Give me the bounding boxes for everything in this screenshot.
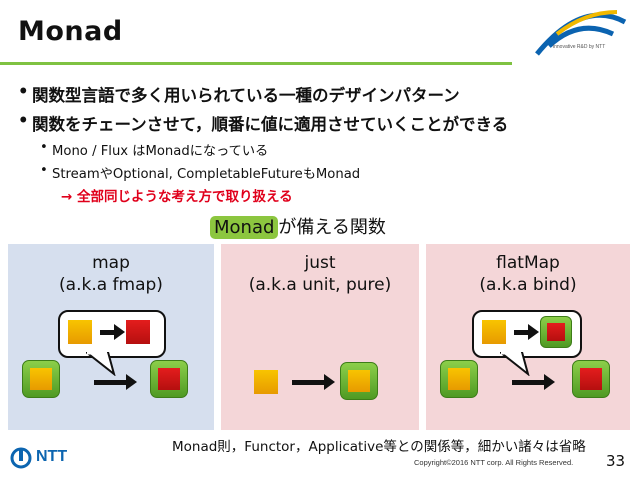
bullet-2: 関数をチェーンさせて，順番に値に適用させていくことができる: [18, 111, 509, 135]
sub-bullet-1-text: Mono / Flux はMonadになっている: [52, 144, 269, 159]
ntt-mark-icon: [10, 447, 32, 469]
title-underline: [0, 62, 512, 65]
panel-just: [221, 244, 419, 430]
caption-rest: が備える関数: [278, 217, 386, 238]
emphasis-text: → 全部同じような考え方で取り扱える: [61, 189, 293, 205]
panel-flatmap-title: flatMap (a.k.a bind): [426, 252, 630, 296]
monad-yellow-icon: [22, 360, 60, 398]
sub-bullet-1: Mono / Flux はMonadになっている: [40, 140, 269, 159]
red-value-icon: [126, 320, 150, 344]
panel-map-alias: (a.k.a fmap): [59, 275, 163, 295]
yellow-value-icon: [482, 320, 506, 344]
logo-caption: Innovative R&D by NTT: [552, 44, 606, 50]
bullet-1-text: 関数型言語で多く用いられている一種のデザインパターン: [32, 86, 460, 105]
copyright: Copyright©2016 NTT corp. All Rights Rese…: [414, 458, 574, 467]
monad-red-icon: [572, 360, 610, 398]
panel-map-title: map (a.k.a fmap): [8, 252, 214, 296]
slide-title: Monad: [18, 16, 123, 47]
bullet-1: 関数型言語で多く用いられている一種のデザインパターン: [18, 82, 460, 106]
panel-flatmap-name: flatMap: [496, 253, 560, 273]
flatmap-arrow-icon: [512, 374, 555, 390]
ntt-label: NTT: [36, 448, 68, 465]
panel-map-name: map: [92, 253, 130, 273]
panel-just-name: just: [304, 253, 336, 273]
yellow-value-icon: [254, 370, 278, 394]
panel-just-title: just (a.k.a unit, pure): [221, 252, 419, 296]
bubble-tail-icon: [86, 352, 116, 376]
yellow-value-icon: [68, 320, 92, 344]
page-number: 33: [606, 452, 626, 470]
sub-bullet-2-text: StreamやOptional, CompletableFutureもMonad: [52, 167, 361, 182]
ntt-logo: NTT: [10, 447, 80, 469]
map-function-bubble: [58, 310, 166, 358]
sub-bullet-2: StreamやOptional, CompletableFutureもMonad: [40, 163, 361, 182]
monad-red-icon: [540, 316, 572, 348]
bullet-2-text: 関数をチェーンさせて，順番に値に適用させていくことができる: [32, 115, 509, 134]
monad-yellow-icon: [340, 362, 378, 400]
bubble-tail-icon: [500, 352, 530, 376]
map-arrow-icon: [94, 374, 137, 390]
caption-highlight: Monad: [210, 216, 279, 239]
innovative-rnd-logo: [535, 10, 627, 56]
monad-red-icon: [150, 360, 188, 398]
panel-just-alias: (a.k.a unit, pure): [248, 275, 392, 295]
footer-note: Monad則，Functor，Applicative等との関係等，細かい諸々は省…: [172, 439, 586, 455]
flatmap-function-bubble: [472, 310, 582, 358]
arrow-icon: [100, 324, 125, 340]
monad-yellow-icon: [440, 360, 478, 398]
just-arrow-icon: [292, 374, 335, 390]
panel-flatmap-alias: (a.k.a bind): [479, 275, 577, 295]
arrow-icon: [514, 324, 539, 340]
